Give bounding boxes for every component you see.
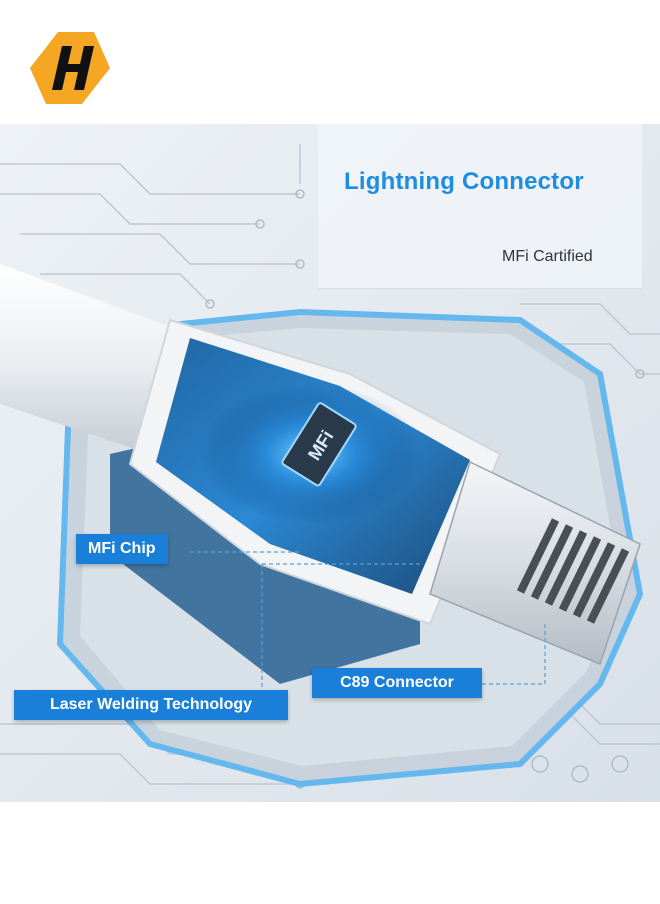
callout-mfi-chip: MFi Chip bbox=[76, 534, 168, 564]
product-title: Lightning Connector bbox=[344, 168, 584, 195]
brand-logo bbox=[28, 30, 112, 106]
callout-laser-welding: Laser Welding Technology bbox=[14, 690, 288, 720]
product-photo: MFi Lightning Connector MFi Cartified MF… bbox=[0, 124, 660, 802]
cable-illustration: MFi bbox=[0, 144, 660, 789]
callout-c89-connector: C89 Connector bbox=[312, 668, 482, 698]
h-hexagon-logo-icon bbox=[30, 32, 110, 104]
title-card: Lightning Connector MFi Cartified bbox=[318, 124, 642, 289]
product-subtitle: MFi Cartified bbox=[502, 248, 593, 265]
